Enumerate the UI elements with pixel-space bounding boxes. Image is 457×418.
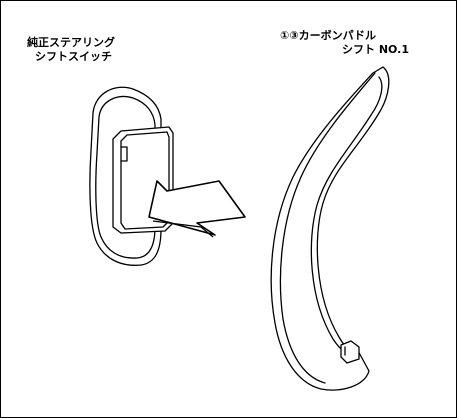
- stock-shift-switch: [89, 86, 174, 266]
- stock-switch-label-line1: 純正ステアリング: [27, 36, 115, 49]
- insertion-arrow-shadow: [152, 220, 214, 238]
- paddle-outer-shell: [270, 66, 390, 391]
- paddle-inner-contour: [310, 76, 383, 357]
- stock-switch-inner-contour: [95, 95, 156, 259]
- arrow-right-icon: [148, 180, 246, 238]
- paddle-mount-tab: [340, 340, 360, 364]
- carbon-paddle-label-line1: ①③カーボンパドル: [280, 29, 376, 42]
- carbon-paddle-label-line2: シフト NO.1: [342, 43, 409, 56]
- paddle-outer-edge-line: [279, 72, 376, 384]
- stock-switch-label-line2: シフトスイッチ: [35, 50, 112, 63]
- stock-switch-notch: [120, 146, 128, 162]
- insertion-arrow: [148, 180, 246, 236]
- carbon-paddle-shift: [270, 66, 390, 391]
